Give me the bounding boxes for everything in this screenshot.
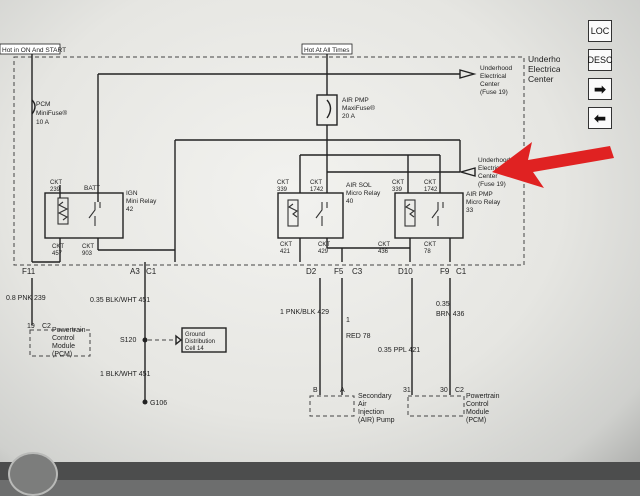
ign-mini-relay	[44, 192, 124, 239]
ground-distribution-label: Ground Distribution Cell 14	[185, 332, 217, 352]
ign-relay-batt: BATT	[84, 185, 100, 192]
fuse-19-mid-label: Underhood Electrical Center (Fuse 19)	[478, 157, 512, 188]
pin-c3: C3	[352, 267, 363, 276]
air-pump-pin-a: A	[340, 387, 345, 394]
back-arrow-icon[interactable]: ⬅	[588, 107, 612, 129]
pin-d2: D2	[306, 267, 317, 276]
monitor-bezel	[0, 462, 640, 480]
hot-run-start-label: Hot in ON And START	[2, 47, 66, 54]
air-sol-relay-label: AIR SOL Micro Relay 40	[346, 182, 382, 205]
pcm-left-label: Powertrain Control Module (PCM)	[52, 327, 87, 358]
air-pump-pin-b: B	[313, 387, 318, 394]
underhood-center-label: Underhood Electrical Center	[528, 54, 560, 84]
forward-arrow-icon[interactable]: ➡	[588, 78, 612, 100]
pcm-right-module	[407, 395, 465, 417]
air-sol-micro-relay	[277, 192, 344, 239]
pcm-right-pin-31: 31	[403, 387, 411, 394]
pcm-right-pin-30: 30	[440, 387, 448, 394]
wiring-diagram: Hot in ON And START Hot At All Times Und…	[0, 43, 560, 424]
air-pmp-relay-label: AIR PMP Micro Relay 33	[466, 191, 502, 214]
air-pump-component	[309, 395, 355, 417]
pin-d10: D10	[398, 267, 413, 276]
underhood-center-boundary	[13, 56, 525, 266]
hot-at-all-times-label: Hot At All Times	[304, 47, 350, 54]
ign-relay-label: IGN Mini Relay 42	[126, 190, 158, 213]
pin-f9: F9	[440, 267, 450, 276]
wire-451-top-label: 0.35 BLK/WHT 451	[90, 297, 150, 304]
ground-g106: G106	[150, 400, 167, 407]
pin-c1-left: C1	[146, 267, 157, 276]
desc-button[interactable]: DESC	[588, 49, 613, 71]
pcm-left-pin: 19	[27, 323, 35, 330]
air-pmp-micro-relay	[394, 192, 464, 239]
loc-button[interactable]: LOC	[588, 20, 612, 42]
pin-c1-right: C1	[456, 267, 467, 276]
monitor-screen: Hot in ON And START Hot At All Times Und…	[0, 0, 640, 480]
wire-451-bottom-label: 1 BLK/WHT 451	[100, 371, 151, 378]
pin-f11: F11	[22, 267, 36, 276]
pcm-left-module	[29, 329, 91, 357]
wire-421-label: 0.35 PPL 421	[378, 347, 420, 354]
pcm-right-conn: C2	[455, 387, 464, 394]
wire-239-label: 0.8 PNK 239	[6, 295, 46, 302]
air-pmp-fuse-label: AIR PMP MaxiFuse® 20 A	[342, 97, 377, 120]
fuse-19-top-label: Underhood Electrical Center (Fuse 19)	[480, 65, 514, 96]
pin-a3: A3	[130, 267, 140, 276]
side-toolbar: LOC DESC ➡ ⬅	[588, 20, 620, 140]
pcm-right-label: Powertrain Control Module (PCM)	[466, 393, 501, 424]
splice-s120: S120	[120, 337, 136, 344]
red-arrow-annotation	[492, 142, 614, 188]
bezel-knob	[8, 452, 58, 496]
wire-429-label: 1 PNK/BLK 429	[280, 309, 329, 316]
pin-f5: F5	[334, 267, 344, 276]
pcm-fuse-label: PCM MiniFuse® 10 A	[36, 101, 69, 126]
ground-distribution-box	[181, 327, 227, 353]
pcm-left-conn: C2	[42, 323, 51, 330]
air-pump-label: Secondary Air Injection (AIR) Pump	[358, 393, 395, 424]
